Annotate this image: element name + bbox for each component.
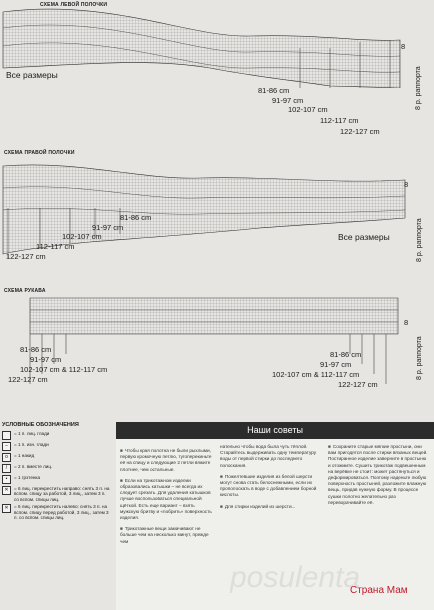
size-label: 91-97 cm [30,355,62,364]
size-label: 91-97 cm [320,360,352,369]
size-label: 81-86 cm [20,345,52,354]
legend-symbol [2,431,11,440]
legend-symbol: ✕ [2,486,11,495]
tip-paragraph: ■Чтобы края полотна не были рыхлыми, пер… [120,448,212,472]
chart-right-front [2,164,406,258]
legend-item: / = 2 п. вместе лиц. [2,464,110,473]
rapport-label: 8 р. раппорта [416,336,423,380]
chart-right-front-grid [2,164,406,255]
size-label: 122-127 cm [6,252,46,261]
legend-item: ✕ = 6 лиц. перекрестить направо: снять 3… [2,486,110,502]
watermark-text: Страна Мам [350,585,408,596]
chart-title-sleeve: СХЕМА РУКАВА [4,288,46,294]
legend-item: ✕ = 6 лиц. перекрестить налево: снять 3 … [2,504,110,520]
tip-text: Пожелтевшие изделия из белой шерсти могу… [220,473,317,498]
legend-item: = 1 п. лиц. глади [2,431,110,440]
legend-text: = 6 лиц. перекрестить направо: снять 3 п… [14,486,110,502]
legend-symbol: – [2,442,11,451]
chart-sleeve [29,297,399,384]
tips-column-2: нательно чтобы вода была чуть тёплой. Ст… [220,444,320,515]
chart-left-front [2,8,401,88]
tip-text: Чтобы края полотна не были рыхлыми, перв… [120,448,212,472]
all-sizes-label-left: Все размеры [6,70,58,80]
size-label: 102-107 cm [288,105,328,114]
tips-header: Наши советы [116,422,434,439]
size-label: 91-97 cm [272,96,304,105]
size-label: 122-127 cm [8,375,48,384]
rapport-number: 8 [401,42,406,51]
legend-item: – = 1 п. изн. глади [2,442,110,451]
rapport-number: 8 [404,318,409,327]
chart-sleeve-grid [29,297,399,335]
rapport-number: 8 [404,180,409,189]
legend-title: УСЛОВНЫЕ ОБОЗНАЧЕНИЯ [2,422,79,428]
chart-title-right-front: СХЕМА ПРАВОЙ ПОЛОЧКИ [4,150,75,156]
tips-column-1: ■Чтобы края полотна не были рыхлыми, пер… [120,448,212,550]
size-label: 102-107 cm [62,232,102,241]
tip-paragraph: ■Если на трикотажном изделии образовалис… [120,477,212,521]
tip-paragraph: ■Для стирки изделий из шерсти... [220,503,296,509]
tip-paragraph: нательно чтобы вода была чуть тёплой. Ст… [220,444,320,469]
size-label: 112-117 cm [36,242,75,251]
size-label: 102-107 cm & 112-117 cm [272,370,360,379]
size-label: 81-86 cm [120,213,152,222]
size-label: 91-97 cm [92,223,124,232]
tip-text: Трикотажные вещи замачивают не больше че… [120,526,209,544]
legend-text: = 1 накид [14,453,35,458]
size-label: 122-127 cm [340,127,380,136]
size-label: 81-86 cm [330,350,362,359]
tip-text: Для стирки изделий из шерсти... [224,503,296,509]
size-label: 102-107 cm & 112-117 cm [20,365,108,374]
legend-symbol: / [2,464,11,473]
legend-symbol: • [2,475,11,484]
tip-paragraph: ■Трикотажные вещи замачивают не больше ч… [120,526,209,544]
legend-text: = 1 п. лиц. глади [14,431,50,436]
chart-title-left-front: СХЕМА ЛЕВОЙ ПОЛОЧКИ [40,2,108,8]
legend-symbol: o [2,453,11,462]
size-label: 112-117 cm [320,116,359,125]
rapport-label: 8 р. раппорта [416,218,423,262]
size-label: 122-127 cm [338,380,378,389]
tips-panel: Наши советы ■Чтобы края полотна не были … [116,422,434,610]
tip-paragraph: ■Пожелтевшие изделия из белой шерсти мог… [220,473,317,498]
legend-item: • = 1 грэтенка [2,475,110,484]
legend: УСЛОВНЫЕ ОБОЗНАЧЕНИЯ = 1 п. лиц. глади –… [2,422,110,522]
legend-text: = 1 грэтенка [14,475,41,480]
watermark-logo: posulenta [230,561,360,594]
tip-text: нательно чтобы вода была чуть тёплой. Ст… [220,444,317,468]
legend-item: o = 1 накид [2,453,110,462]
legend-symbol: ✕ [2,504,11,514]
size-label: 81-86 cm [258,86,290,95]
tip-paragraph: ■Сохраните старые мягкие простыни, они в… [328,444,428,505]
tips-column-3: ■Сохраните старые мягкие простыни, они в… [328,444,430,511]
legend-text: = 2 п. вместе лиц. [14,464,53,469]
tip-text: Если на трикотажном изделии образовались… [120,477,212,521]
chart-left-front-grid [2,8,401,88]
tip-text: Сохраните старые мягкие простыни, они ва… [328,444,428,505]
all-sizes-label-right: Все размеры [338,232,390,242]
svg-text:posulenta: posulenta [230,561,360,594]
legend-text: = 1 п. изн. глади [14,442,49,447]
legend-text: = 6 лиц. перекрестить налево: снять 3 п.… [14,504,109,521]
rapport-label: 8 р. раппорта [415,66,422,110]
